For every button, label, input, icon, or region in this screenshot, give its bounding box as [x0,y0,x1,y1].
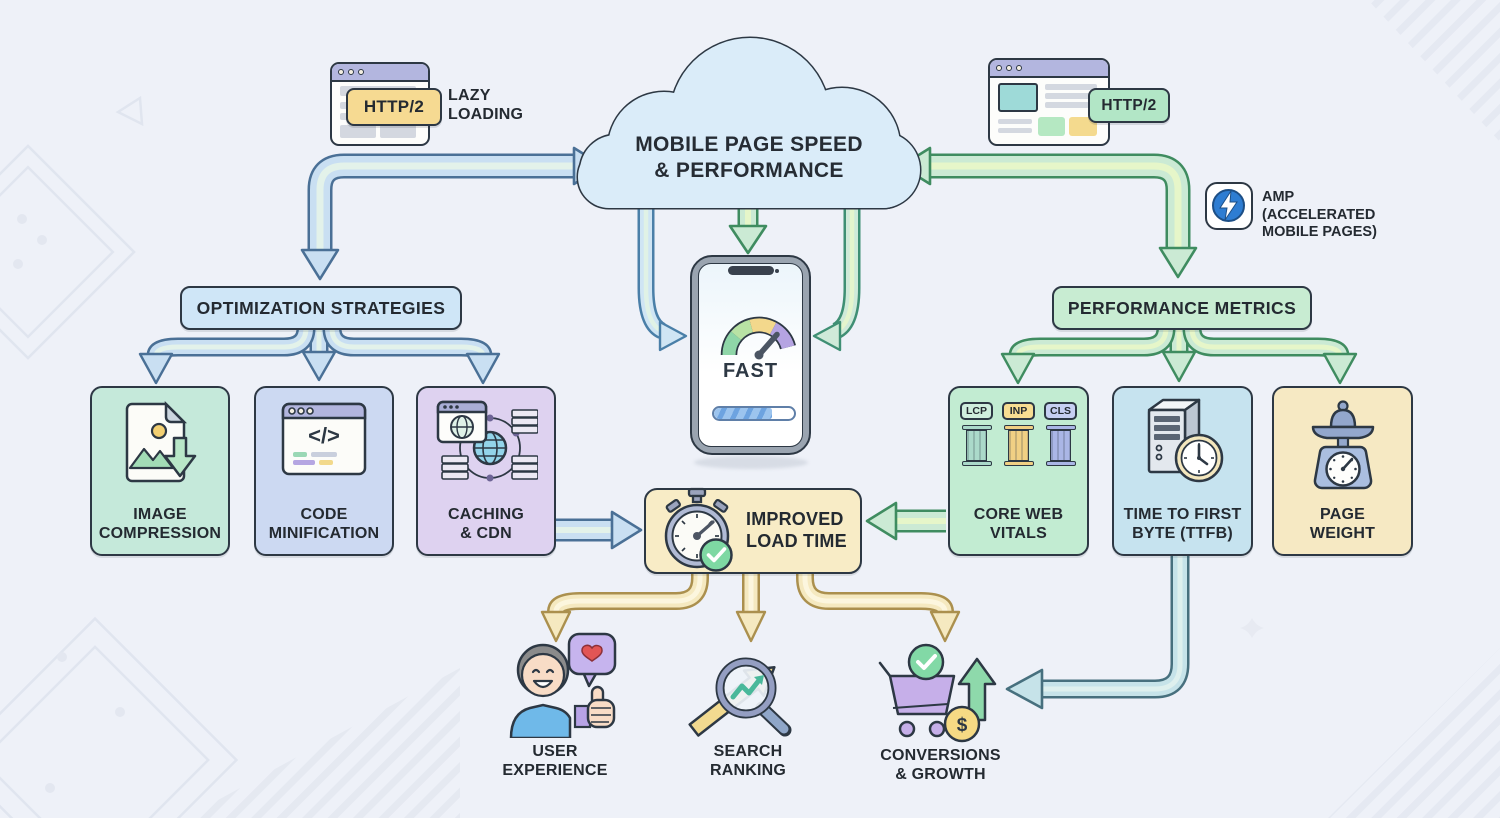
phone-camera-dot-icon [775,269,779,273]
cloud-shape [576,36,922,210]
person-thumbs-up-heart-icon [509,632,617,738]
window-dot-icon [358,69,364,75]
browser-titlebar [990,60,1108,78]
arrow-cloud-metrics-elbow [899,146,1198,279]
window-dot-icon [1006,65,1012,71]
window-dot-icon [338,69,344,75]
pillar-lcp: LCP [960,402,993,466]
svg-text:</>: </> [308,423,340,448]
arrow-optimization-fanout [138,318,501,385]
image-file-down-arrow-icon [92,398,228,486]
arrow-caching-to-improved [554,510,643,550]
arrow-vitals-to-improved [865,501,946,541]
arrow-cloud-left-to-phone [637,202,688,352]
performance-metrics-header: PERFORMANCE METRICS [1052,286,1312,330]
stopwatch-check-icon [664,487,733,572]
speed-gauge-icon [720,316,796,360]
pillar-inp: INP [1002,402,1035,466]
cloud-title: MOBILE PAGE SPEED& PERFORMANCE [635,133,863,183]
gauge-label: FAST [722,360,779,382]
phone-notch-icon [727,266,774,275]
phone-icon: FAST [690,255,811,455]
arrow-metrics-fanout [1000,318,1358,385]
loading-progress-bar [712,406,796,421]
browser-titlebar [332,64,428,82]
arrow-cloud-optimization-elbow [300,146,605,281]
kitchen-scale-icon [1274,398,1411,496]
window-dot-icon [1016,65,1022,71]
outcome-conversions-growth-label: CONVERSIONS& GROWTH [880,747,1001,784]
magnifier-rising-arrow-icon [688,657,792,737]
cart-check-coin-arrow-icon: $ [878,643,997,743]
node-caching-cdn: CACHING& CDN [416,386,556,556]
node-label: CACHING& CDN [447,506,525,543]
node-core-web-vitals: LCP INP CLS C [948,386,1089,556]
amp-lightning-icon [1205,182,1253,230]
globe-network-servers-icon [418,398,554,494]
optimization-strategies-header: OPTIMIZATION STRATEGIES [180,286,462,330]
svg-text:$: $ [957,715,968,736]
http2-badge-left: HTTP/2 [346,88,442,126]
pillar-cls: CLS [1044,402,1077,466]
window-dot-icon [348,69,354,75]
browser-code-icon: </> [256,398,392,480]
phone-shadow [694,456,808,469]
progress-fill [714,408,772,419]
server-clock-icon [1114,398,1251,490]
window-dot-icon [996,65,1002,71]
arrow-ttfb-to-conversions [1005,548,1190,710]
three-pillars-icon: LCP INP CLS [950,398,1087,466]
http2-badge-right: HTTP/2 [1088,88,1170,123]
phone-screen: FAST [698,263,803,447]
arrow-cloud-right-to-phone [812,202,861,352]
arrow-improved-fanout [540,569,961,643]
